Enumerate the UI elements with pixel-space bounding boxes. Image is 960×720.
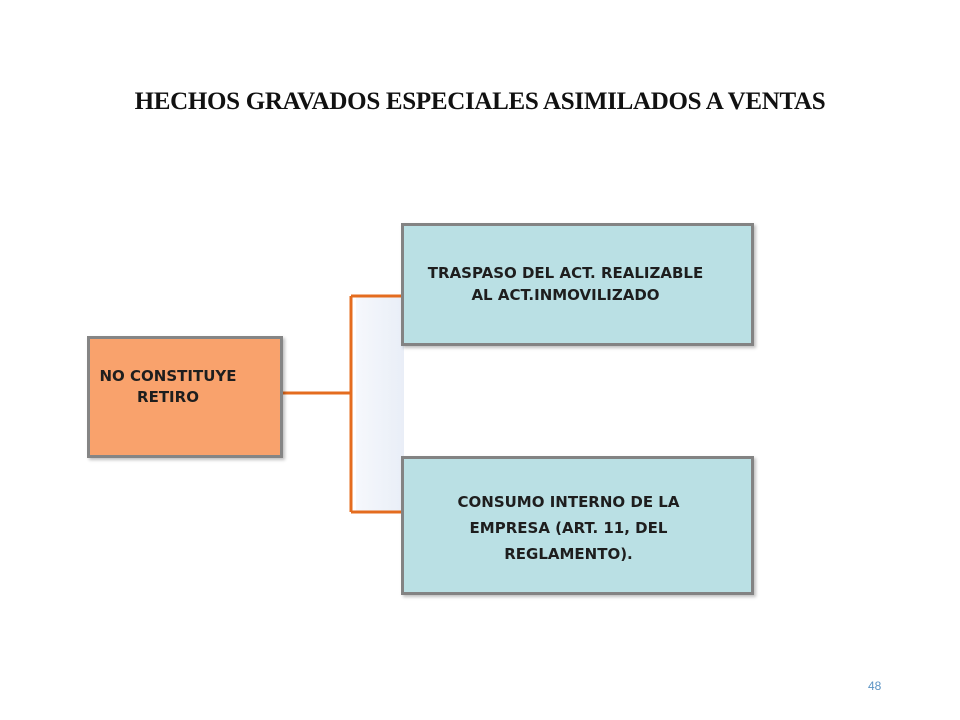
slide-title: HECHOS GRAVADOS ESPECIALES ASIMILADOS A … — [134, 88, 826, 115]
bracket-shade — [356, 296, 404, 512]
target-box-label: TRASPASO DEL ACT. REALIZABLE AL ACT.INMO… — [427, 264, 704, 304]
source-box-label: NO CONSTITUYE RETIRO — [99, 367, 237, 406]
source-box-no-constituye-retiro: NO CONSTITUYE RETIRO — [87, 336, 283, 458]
target-box-traspaso: TRASPASO DEL ACT. REALIZABLE AL ACT.INMO… — [401, 223, 754, 346]
page-number: 48 — [868, 679, 882, 693]
target-box-label: CONSUMO INTERNO DE LA EMPRESA (ART. 11, … — [457, 493, 680, 563]
target-box-consumo-interno: CONSUMO INTERNO DE LA EMPRESA (ART. 11, … — [401, 456, 754, 595]
